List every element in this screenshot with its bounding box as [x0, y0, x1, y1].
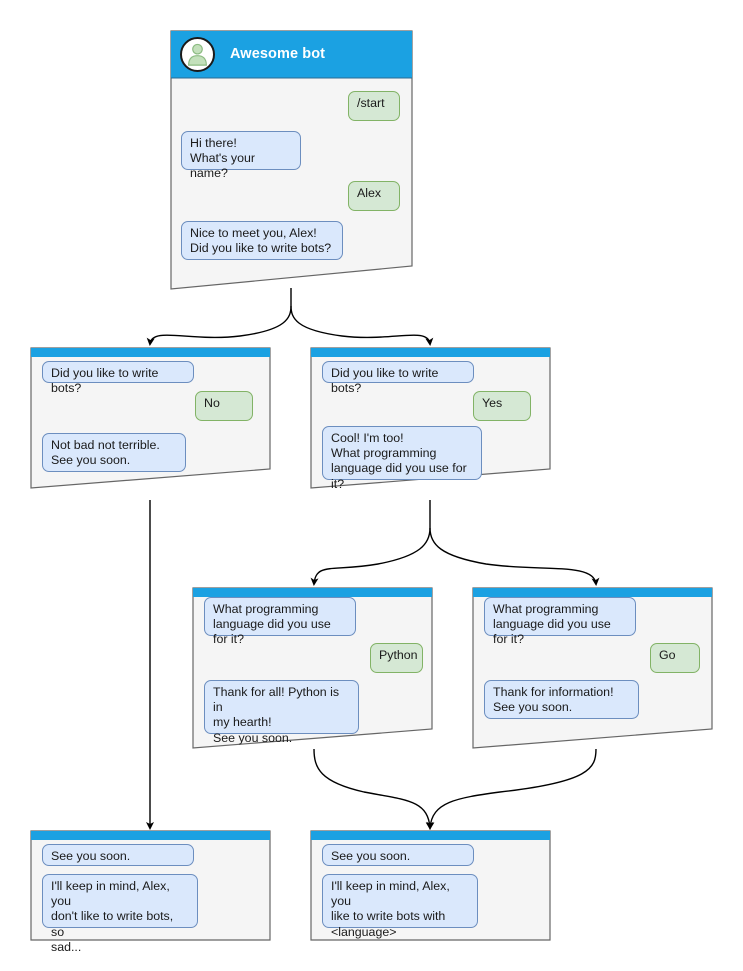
message-bubble-bot[interactable]: What programming language did you use fo…: [484, 597, 636, 646]
message-bubble-bot[interactable]: Did you like to write bots?: [322, 361, 474, 395]
message-bubble-user[interactable]: Alex: [348, 181, 400, 211]
message-bubble-bot[interactable]: Not bad not terrible. See you soon.: [42, 433, 186, 472]
message-bubble-user[interactable]: Go: [650, 643, 700, 673]
message-bubble-bot[interactable]: I'll keep in mind, Alex, you don't like …: [42, 874, 198, 954]
message-bubble-bot[interactable]: What programming language did you use fo…: [204, 597, 356, 646]
message-bubble-bot[interactable]: Thank for information! See you soon.: [484, 680, 639, 719]
card-root[interactable]: Awesome bot /start Hi there! What's your…: [170, 30, 413, 290]
card-no-branch[interactable]: Did you like to write bots? No Not bad n…: [30, 347, 271, 489]
card-end-happy[interactable]: See you soon. I'll keep in mind, Alex, y…: [310, 830, 551, 941]
message-bubble-bot[interactable]: See you soon.: [42, 844, 194, 866]
card-end-sad[interactable]: See you soon. I'll keep in mind, Alex, y…: [30, 830, 271, 954]
message-bubble-bot[interactable]: See you soon.: [322, 844, 474, 866]
message-bubble-bot[interactable]: I'll keep in mind, Alex, you like to wri…: [322, 874, 478, 939]
message-bubble-bot[interactable]: Hi there! What's your name?: [181, 131, 301, 180]
edge-yes-to-go: [429, 527, 600, 586]
message-bubble-bot[interactable]: Nice to meet you, Alex! Did you like to …: [181, 221, 343, 260]
edge-root-to-no: [146, 305, 292, 346]
card-root-title: Awesome bot: [230, 46, 326, 62]
message-bubble-user[interactable]: Python: [370, 643, 423, 673]
edge-python-to-end-happy: [313, 748, 434, 830]
card-python-branch[interactable]: What programming language did you use fo…: [192, 587, 433, 749]
card-go-branch[interactable]: What programming language did you use fo…: [472, 587, 713, 749]
edge-yes-to-python: [310, 527, 431, 586]
message-bubble-bot[interactable]: Thank for all! Python is in my hearth! S…: [204, 680, 359, 745]
person-avatar-icon: [180, 37, 215, 72]
message-bubble-user[interactable]: Yes: [473, 391, 531, 421]
message-bubble-bot[interactable]: Did you like to write bots?: [42, 361, 194, 395]
message-bubble-bot[interactable]: Cool! I'm too! What programming language…: [322, 426, 482, 491]
card-yes-branch[interactable]: Did you like to write bots? Yes Cool! I'…: [310, 347, 551, 491]
edge-go-to-end-happy: [426, 748, 597, 830]
message-bubble-user[interactable]: /start: [348, 91, 400, 121]
edge-root-to-yes: [290, 305, 434, 346]
message-bubble-user[interactable]: No: [195, 391, 253, 421]
